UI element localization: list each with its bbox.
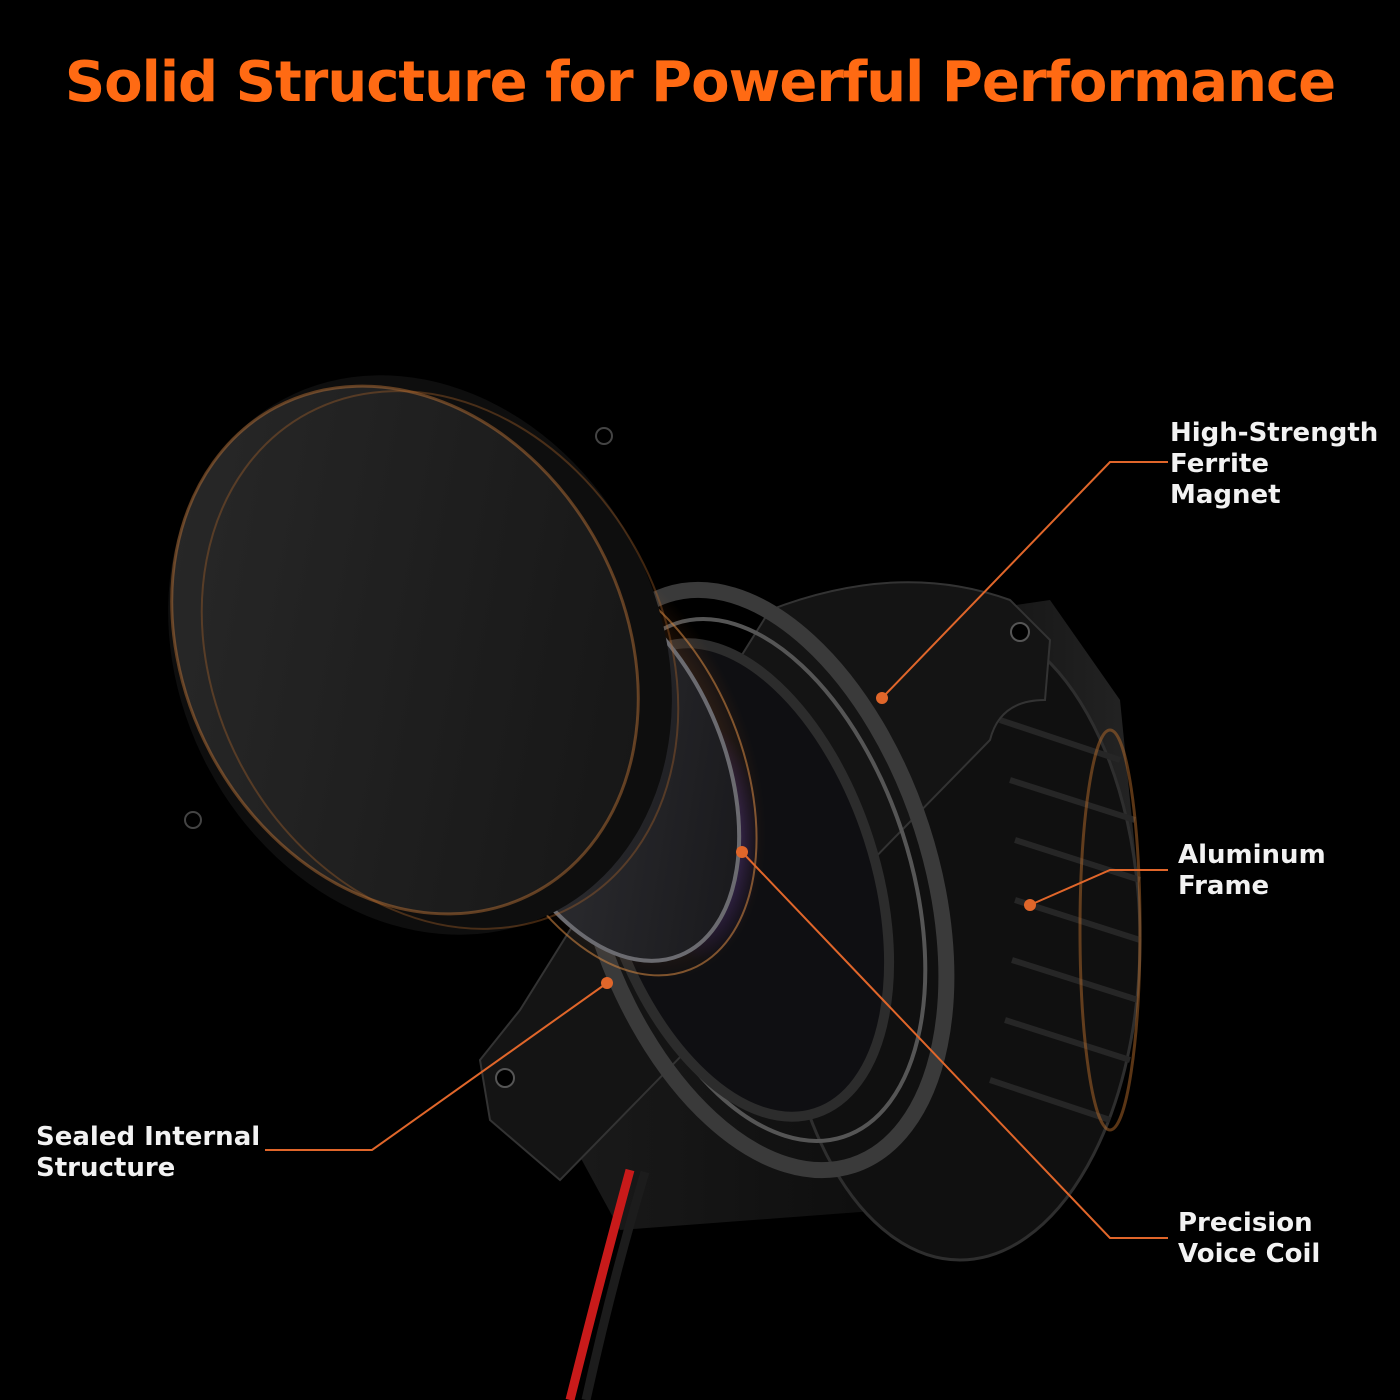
grille-cover — [168, 375, 680, 935]
coil-leader-line — [741, 851, 1168, 1239]
callout-sealed-line1: Sealed Internal — [36, 1122, 261, 1152]
magnet-leader-line — [881, 461, 1168, 699]
coil-leader-dot — [736, 846, 748, 858]
headline: Solid Structure for Powerful Performance — [64, 50, 1336, 115]
leader-lines — [265, 461, 1168, 1239]
sealed-leader-dot — [601, 977, 613, 989]
callout-sealed: Sealed Internal Structure — [36, 1122, 260, 1184]
callout-frame-line1: Aluminum — [1178, 840, 1326, 870]
callout-sealed-line2: Structure — [36, 1153, 176, 1183]
callout-coil-line1: Precision — [1178, 1208, 1313, 1238]
callout-frame: Aluminum Frame — [1178, 840, 1326, 902]
frame-leader-line — [1029, 869, 1168, 906]
magnet-leader-dot — [876, 692, 888, 704]
sealed-leader-line — [265, 982, 608, 1151]
callout-magnet: High-Strength Ferrite Magnet — [1170, 418, 1378, 511]
callout-coil: Precision Voice Coil — [1178, 1208, 1320, 1270]
callout-frame-line2: Frame — [1178, 871, 1270, 901]
callout-magnet-line2: Ferrite — [1170, 449, 1269, 479]
callout-magnet-line3: Magnet — [1170, 480, 1281, 510]
speaker-cable — [565, 1168, 650, 1400]
callout-magnet-line1: High-Strength — [1170, 418, 1379, 448]
callout-coil-line2: Voice Coil — [1178, 1239, 1321, 1269]
frame-leader-dot — [1024, 899, 1036, 911]
